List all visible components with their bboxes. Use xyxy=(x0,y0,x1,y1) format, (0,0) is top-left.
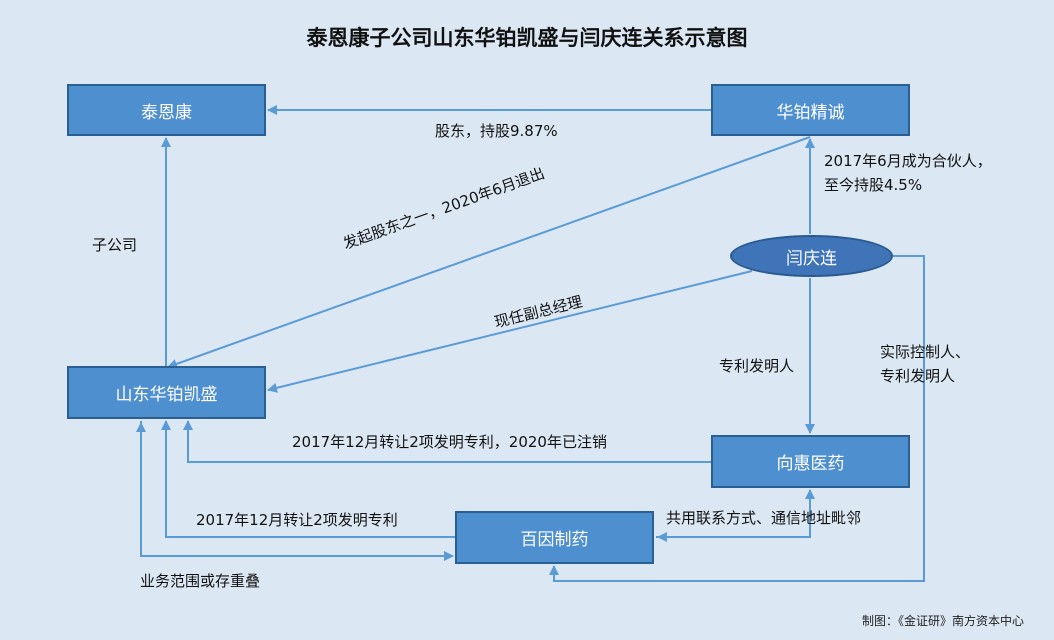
label-controller-line1: 实际控制人、 xyxy=(880,343,971,361)
footer-credit: 制图：《金证研》南方资本中心 xyxy=(861,614,1024,628)
node-xianghui: 向惠医药 xyxy=(711,435,910,488)
label-partner-line2: 至今持股4.5% xyxy=(824,176,923,194)
diagram-title: 泰恩康子公司山东华铂凯盛与闫庆连关系示意图 xyxy=(306,26,748,50)
edge-transfer-cancelled xyxy=(183,420,711,463)
node-shandong-huabo: 山东华铂凯盛 xyxy=(67,366,266,419)
node-yan-qinglian: 闫庆连 xyxy=(730,235,893,277)
label-controller-line2: 专利发明人 xyxy=(880,367,956,385)
edge-deputy-gm xyxy=(267,270,753,393)
label-transfer: 2017年12月转让2项发明专利 xyxy=(196,511,398,529)
edge-shared-contact xyxy=(656,489,815,538)
label-subsidiary: 子公司 xyxy=(92,236,138,254)
label-shared-contact: 共用联系方式、通信地址毗邻 xyxy=(666,509,862,527)
node-taienkang: 泰恩康 xyxy=(67,84,266,136)
node-huabo-jingcheng: 华铂精诚 xyxy=(711,84,910,136)
label-partner-line1: 2017年6月成为合伙人， xyxy=(824,152,992,170)
label-business-overlap: 业务范围或存重叠 xyxy=(140,572,261,590)
label-shareholder: 股东，持股9.87% xyxy=(435,122,558,140)
edge-controller xyxy=(549,255,925,582)
edge-transfer xyxy=(161,420,455,538)
label-transfer-cancelled: 2017年12月转让2项发明专利，2020年已注销 xyxy=(292,433,607,451)
edge-founder xyxy=(167,136,811,369)
label-patent-inventor: 专利发明人 xyxy=(719,357,795,375)
node-baiyin: 百因制药 xyxy=(455,511,654,564)
